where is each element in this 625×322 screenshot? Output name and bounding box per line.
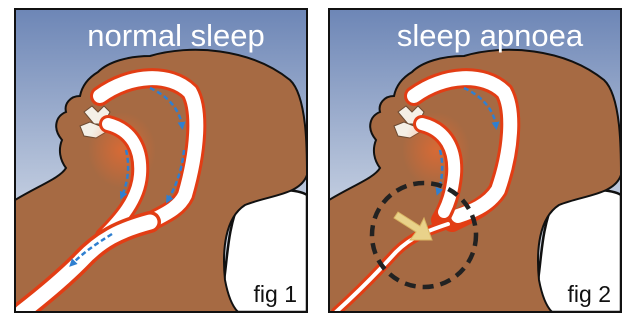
panel-title: normal sleep <box>87 18 264 53</box>
fig-label: fig 2 <box>568 281 611 307</box>
panel-normal-sleep: normal sleep fig 1 <box>15 9 307 312</box>
fig-label: fig 1 <box>254 281 297 307</box>
panel-sleep-apnoea: sleep apnoea fig 2 <box>329 9 621 312</box>
panel-title: sleep apnoea <box>397 18 584 53</box>
